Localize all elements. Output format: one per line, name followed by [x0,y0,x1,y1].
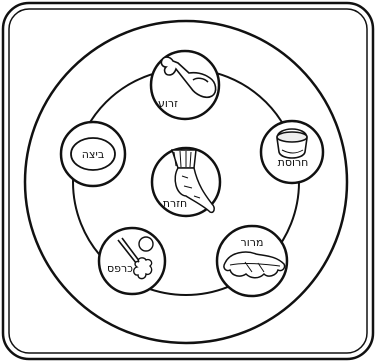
charoset-bowl-icon [276,128,308,159]
plate-item-label: ביצה [82,148,105,161]
plate-item-beitzah: ביצה [59,120,127,188]
plate-item-karpas: כרפס [97,226,167,296]
plate-item-label: חזרת [163,197,187,210]
plate-item-zeroa: זרוע [149,49,221,121]
plate-item-label: כרפס [107,262,133,275]
inner-frame [8,8,368,354]
plate-item-label: חרוסת [278,156,309,169]
plate-item-maror: מרור [215,224,289,298]
egg-icon [70,137,116,171]
lettuce-leaf-icon [223,251,286,279]
shank-bone-icon [160,56,217,99]
horseradish-root-icon [170,149,215,214]
plate-item-label: מרור [241,236,264,249]
parsley-icon [117,236,154,280]
plate-item-label: זרוע [158,97,178,110]
plate-item-charoset: חרוסת [259,119,325,185]
plate-item-chazeret: חזרת [150,146,222,218]
